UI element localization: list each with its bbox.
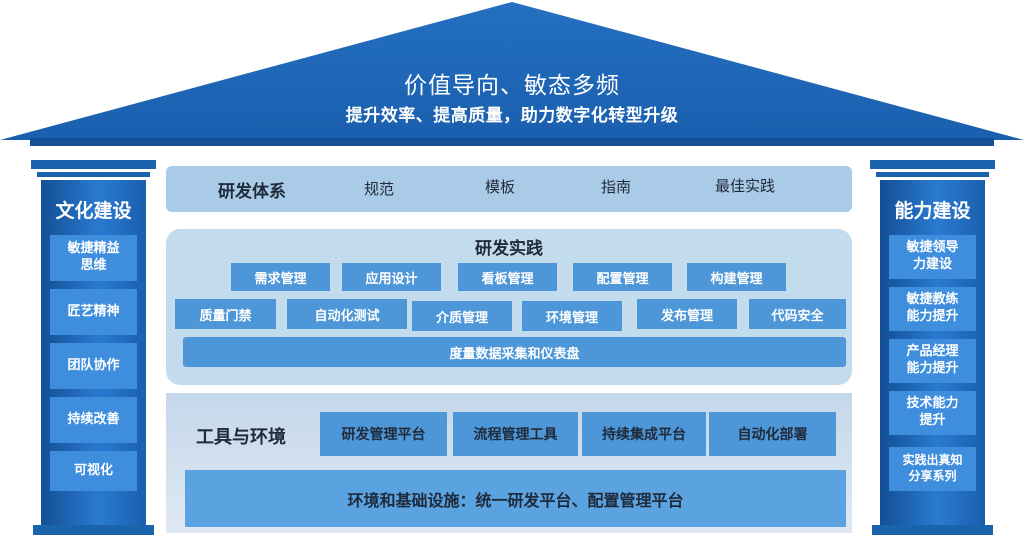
practice-tag-config: 配置管理 (573, 263, 672, 291)
left-pillar-item-teamwork: 团队协作 (50, 343, 137, 389)
right-pillar-item-agile-leadership: 敏捷领导 力建设 (889, 235, 976, 279)
rd-system-panel (166, 166, 852, 212)
right-pillar-item-tech-capability: 技术能力 提升 (889, 391, 976, 435)
practice-tag-requirements: 需求管理 (231, 263, 330, 291)
practice-tag-media: 介质管理 (412, 301, 512, 331)
rd-system-item-guides: 指南 (601, 178, 632, 196)
left-pillar-item-continuous-improvement: 持续改善 (50, 397, 137, 443)
roof-subtitle: 提升效率、提高质量，助力数字化转型升级 (345, 106, 679, 126)
roof-eave (30, 138, 994, 146)
tool-process-tool: 流程管理工具 (453, 412, 578, 456)
rd-system-item-standards: 规范 (364, 180, 395, 198)
left-pillar-base (33, 525, 154, 535)
right-pillar-capital-lower (876, 172, 989, 177)
practice-metrics-dashboard: 度量数据采集和仪表盘 (183, 337, 846, 367)
tool-ci-platform: 持续集成平台 (582, 412, 706, 456)
practice-tag-build: 构建管理 (687, 263, 786, 291)
roof-title: 价值导向、敏态多频 (404, 73, 620, 99)
right-pillar-item-practice-sharing: 实践出真知 分享系列 (889, 447, 976, 491)
right-pillar-capital (870, 160, 995, 169)
practice-tag-quality-gate: 质量门禁 (175, 299, 276, 329)
practice-tag-release: 发布管理 (637, 299, 737, 329)
rd-system-item-best-practices: 最佳实践 (715, 177, 776, 195)
right-pillar-item-agile-coach: 敏捷教练 能力提升 (889, 287, 976, 331)
roof (0, 2, 1024, 146)
infra-platform-bar: 环境和基础设施：统一研发平台、配置管理平台 (185, 470, 846, 527)
right-pillar-item-product-manager: 产品经理 能力提升 (889, 339, 976, 383)
tool-auto-deploy: 自动化部署 (709, 412, 836, 456)
right-pillar-title: 能力建设 (894, 200, 971, 222)
rd-practice-title: 研发实践 (475, 239, 543, 259)
roof-triangle (0, 2, 1024, 140)
tools-env-title: 工具与环境 (196, 427, 286, 448)
left-pillar-title: 文化建设 (55, 200, 132, 222)
practice-tag-kanban: 看板管理 (458, 263, 557, 291)
rd-system-title: 研发体系 (218, 182, 286, 202)
practice-tag-environment: 环境管理 (522, 301, 622, 331)
left-pillar-capital (31, 160, 156, 169)
practice-tag-code-security: 代码安全 (749, 299, 846, 329)
left-pillar-capital-lower (37, 172, 150, 177)
tool-rd-platform: 研发管理平台 (320, 412, 447, 456)
left-pillar-item-visualization: 可视化 (50, 451, 137, 491)
rd-system-item-templates: 模板 (485, 178, 516, 196)
left-pillar-item-craftsmanship: 匠艺精神 (50, 289, 137, 335)
left-pillar-item-lean-thinking: 敏捷精益 思维 (50, 235, 137, 281)
practice-tag-app-design: 应用设计 (342, 263, 441, 291)
right-pillar-base (872, 525, 993, 535)
practice-tag-auto-test: 自动化测试 (287, 299, 407, 329)
